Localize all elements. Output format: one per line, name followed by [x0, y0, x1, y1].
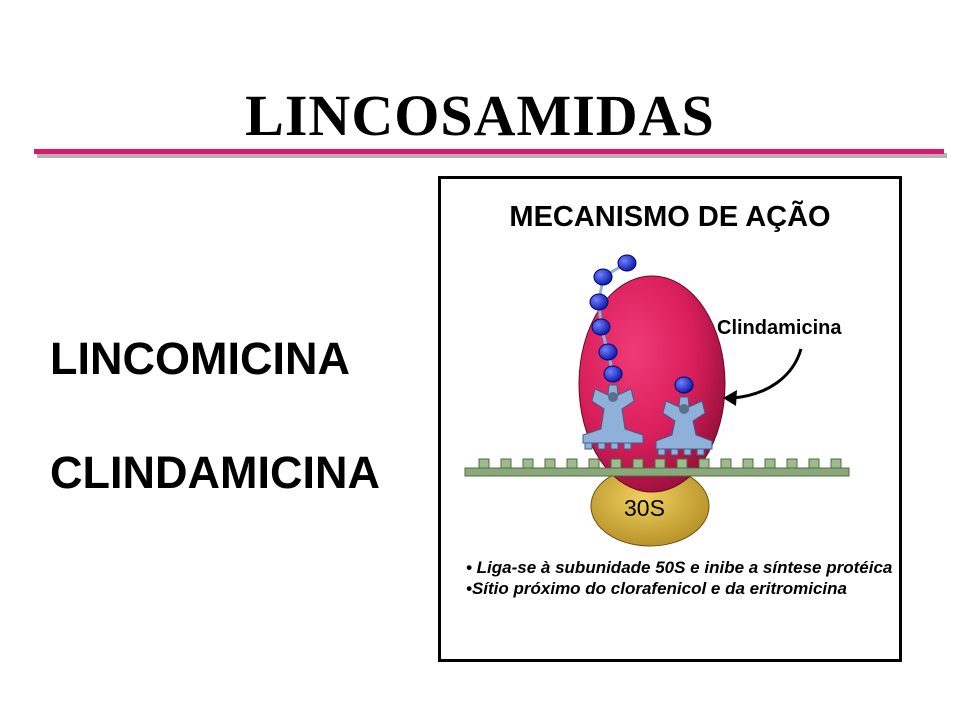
peptide-chain: [589, 254, 637, 383]
clindamicina-arrow: [723, 348, 803, 406]
bullet-item: • Liga-se à subunidade 50S e inibe a sín…: [466, 558, 893, 577]
bullet-item: •Sítio próximo do clorafenicol e da erit…: [466, 579, 847, 598]
mechanism-panel: MECANISMO DE AÇÃO: [438, 176, 902, 662]
title-rule-shadow: [37, 153, 947, 158]
clindamicina-label: Clindamicina: [717, 317, 842, 339]
mrna-strand: [464, 458, 850, 477]
trna-p-site: [582, 384, 644, 450]
page-title: LINCOSAMIDAS: [245, 83, 715, 148]
drug-clindamicina: CLINDAMICINA: [50, 447, 380, 498]
trna-a-site: [655, 376, 713, 456]
mechanism-title: MECANISMO DE AÇÃO: [509, 201, 831, 233]
subunit-30s-label: 30S: [624, 495, 665, 521]
ribosome-diagram: [464, 254, 850, 547]
mechanism-bullets: • Liga-se à subunidade 50S e inibe a sín…: [466, 557, 896, 599]
title-rule: [34, 149, 944, 154]
drug-lincomicina: LINCOMICINA: [50, 333, 350, 384]
